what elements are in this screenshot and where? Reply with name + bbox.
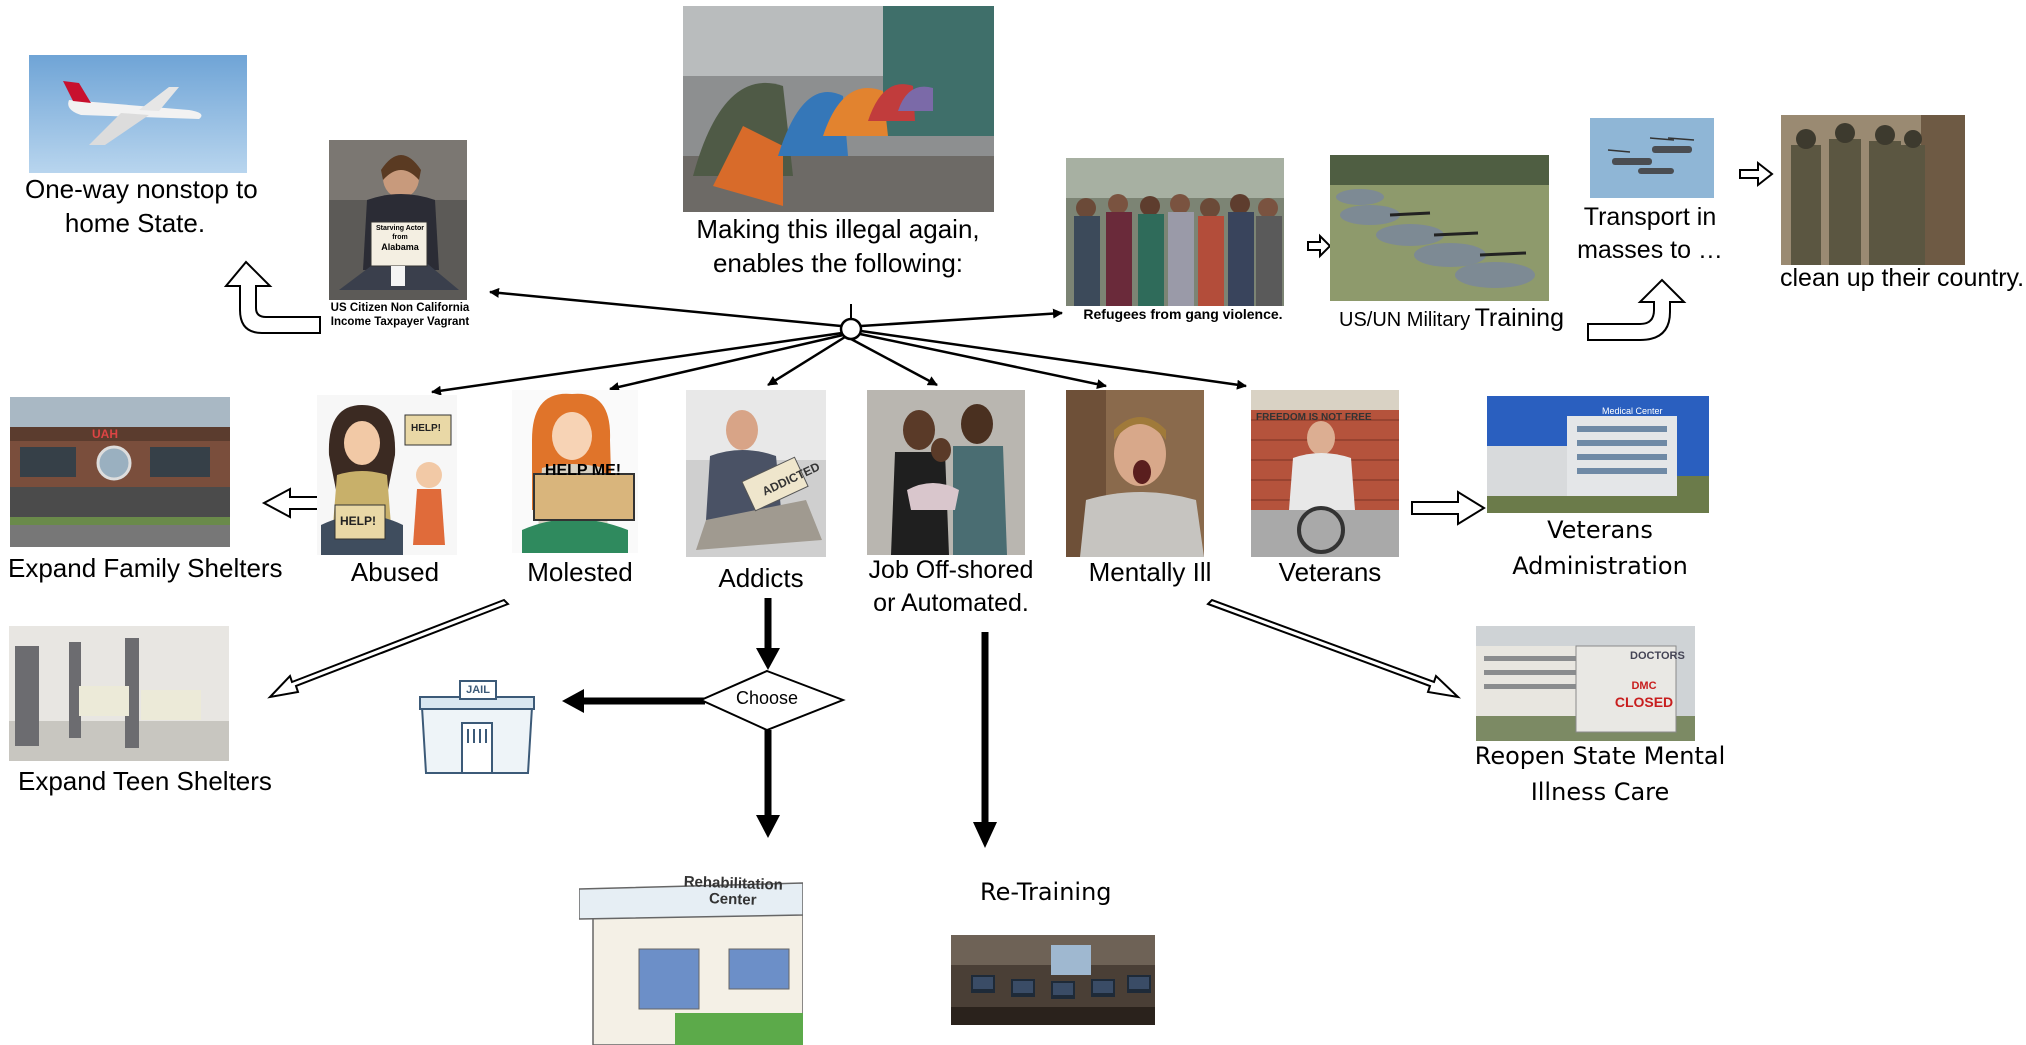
jobs-label-line1: Job Off-shored <box>868 556 1034 584</box>
vagrant-caption-line2: Income Taxpayer Vagrant <box>330 316 470 328</box>
hollow-arrow-small-1 <box>1307 233 1332 259</box>
retraining-classroom-photo <box>951 935 1155 1025</box>
molested-label: Molested <box>527 557 633 587</box>
flight-caption-line1: One-way nonstop to <box>25 174 258 204</box>
refugees-photo <box>1066 158 1284 306</box>
abused-label: Abused <box>350 557 440 587</box>
arrow-to-addicts <box>767 335 846 387</box>
soldiers-photo <box>1781 115 1965 265</box>
dmc-sign-line1: DMC <box>1631 680 1657 692</box>
arrow-to-abused <box>431 331 843 396</box>
hollow-curve-arrow-left <box>223 260 321 334</box>
transport-caption-line2: masses to … <box>1577 236 1723 264</box>
uah-sign: UAH <box>92 427 118 441</box>
help-sign-1: HELP! <box>340 514 376 528</box>
cleanup-caption: clean up their country. <box>1780 264 2025 292</box>
closed-hospital-photo <box>1476 626 1695 741</box>
hollow-arrow-to-teen <box>267 598 510 699</box>
vagrant-caption-line1: US Citizen Non California <box>330 302 470 314</box>
freedom-banner: FREEDOM IS NOT FREE <box>1256 412 1372 423</box>
hub-node <box>839 317 863 341</box>
training-caption-large: Training <box>1474 304 1564 332</box>
hollow-curve-arrow-right <box>1587 278 1687 341</box>
abused-illustration <box>317 395 457 555</box>
tent-encampment-photo <box>683 6 994 212</box>
training-caption-small: US/UN Military <box>1339 309 1471 331</box>
center-caption-line2: enables the following: <box>712 248 964 278</box>
mentally-ill-photo <box>1066 390 1204 557</box>
jail-sign: JAIL <box>466 684 490 696</box>
veteran-photo <box>1251 390 1399 557</box>
mental-care-caption-line1: Reopen State Mental <box>1474 742 1726 770</box>
va-caption-line2: Administration <box>1512 552 1688 580</box>
flight-caption-line2: home State. <box>64 208 206 238</box>
hollow-arrow-to-family <box>261 487 323 519</box>
arrow-to-jobs <box>850 337 938 387</box>
military-training-photo <box>1330 155 1549 301</box>
jail-drawing <box>412 677 542 783</box>
va-caption-line1: Veterans <box>1547 516 1653 544</box>
center-caption-line1: Making this illegal again, <box>696 214 980 244</box>
help-me-sign: HELP ME! <box>544 462 622 479</box>
hollow-arrow-to-va <box>1411 490 1486 526</box>
retraining-caption: Re-Training <box>980 878 1112 906</box>
jobs-label-line2: or Automated. <box>873 589 1029 617</box>
addict-photo <box>686 390 826 557</box>
doctors-sign: DOCTORS <box>1630 650 1685 662</box>
medical-center-sign: Medical Center <box>1602 406 1663 416</box>
mental-care-caption-line2: Illness Care <box>1530 778 1670 806</box>
arrow-to-molested <box>609 333 844 392</box>
sign-text-line1: Starving Actor <box>376 225 424 232</box>
refugees-caption: Refugees from gang violence. <box>1083 306 1283 322</box>
sign-text-line3: Alabama <box>381 242 419 252</box>
dmc-sign-line2: CLOSED <box>1614 694 1674 710</box>
addicts-label: Addicts <box>718 563 804 593</box>
help-sign-2: HELP! <box>411 423 441 434</box>
mentally-ill-label: Mentally Ill <box>1088 557 1212 587</box>
rehab-center-drawing <box>579 869 803 1045</box>
family-shelter-photo <box>10 397 230 547</box>
transport-caption-line1: Transport in <box>1583 203 1717 231</box>
hollow-arrow-to-mental <box>1206 598 1462 699</box>
unemployed-family-photo <box>867 390 1025 555</box>
veterans-label: Veterans <box>1278 557 1382 587</box>
airplane-photo <box>29 55 247 173</box>
hollow-arrow-small-2 <box>1739 160 1774 188</box>
family-shelters-caption: Expand Family Shelters <box>8 553 283 583</box>
choose-diamond <box>698 669 846 732</box>
arrow-to-veterans <box>860 329 1247 390</box>
va-hospital-photo <box>1487 396 1709 513</box>
arrow-to-mentally-ill <box>859 332 1107 390</box>
molested-illustration <box>512 390 638 553</box>
vagrant-photo <box>329 140 467 300</box>
arrow-to-vagrant <box>489 287 842 328</box>
choose-label: Choose <box>735 688 799 708</box>
arrow-to-refugees <box>860 308 1063 328</box>
teen-shelters-caption: Expand Teen Shelters <box>18 766 272 796</box>
teen-shelter-photo <box>9 626 229 761</box>
osprey-transport-photo <box>1590 118 1714 198</box>
sign-text-line2: from <box>392 234 408 241</box>
